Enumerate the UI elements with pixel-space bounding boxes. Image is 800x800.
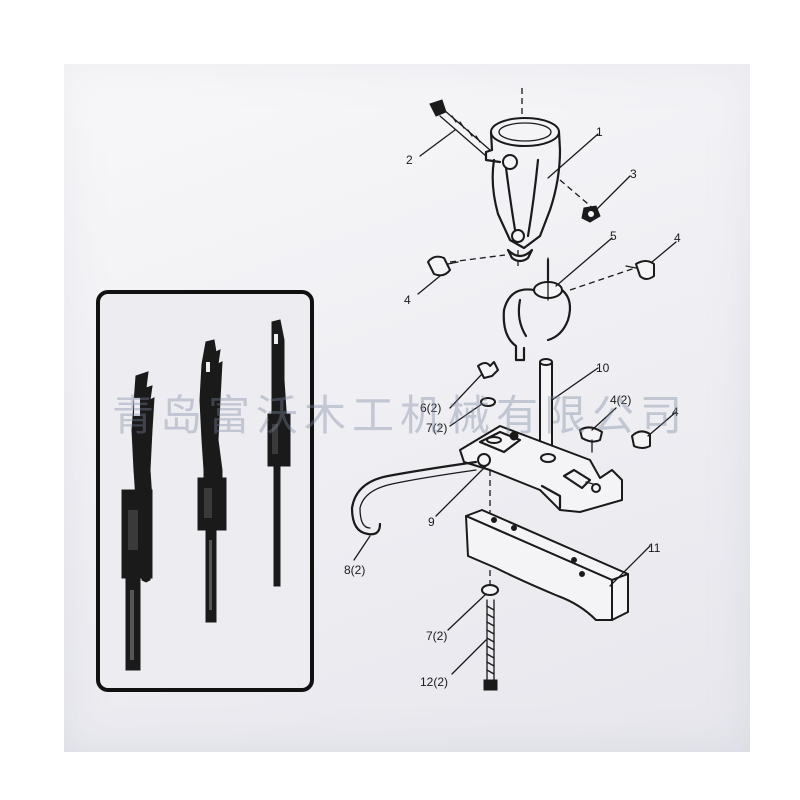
label-part-2: 2 xyxy=(406,153,413,167)
part-10-rod xyxy=(539,358,553,447)
part-7-washer-upper xyxy=(480,397,496,407)
label-part-9: 9 xyxy=(428,515,435,529)
label-part-7-lower: 7(2) xyxy=(426,629,447,643)
label-part-6: 6(2) xyxy=(420,401,441,415)
small-chisel-bit xyxy=(267,319,291,587)
label-part-4-t-bolt: 4(2) xyxy=(610,393,631,407)
part-4-wing-screw-right xyxy=(625,260,655,280)
medium-chisel-bit xyxy=(197,339,227,623)
part-9-base-plate xyxy=(459,425,623,513)
part-1-holder xyxy=(484,117,562,263)
part-11-fence-block xyxy=(465,509,629,621)
label-part-10: 10 xyxy=(596,361,610,375)
label-part-7-upper: 7(2) xyxy=(426,421,447,435)
part-6-wing-nut xyxy=(477,361,499,379)
part-4-t-bolt xyxy=(579,426,603,453)
part-12-long-screw xyxy=(483,599,498,691)
callout-labels: 2 1 3 4 5 4 6(2) 7(2) 10 4(2) 4 9 8(2) 1… xyxy=(344,125,681,689)
label-part-5: 5 xyxy=(610,229,617,243)
part-5-clamp xyxy=(502,257,572,362)
part-4-wing-screw-left xyxy=(427,255,459,277)
label-part-4-right: 4 xyxy=(674,231,681,245)
label-part-1: 1 xyxy=(596,125,603,139)
label-part-3: 3 xyxy=(630,167,637,181)
large-chisel-bit xyxy=(121,371,155,671)
label-part-11: 11 xyxy=(648,541,661,555)
leader-lines xyxy=(353,129,677,675)
part-2-bolt xyxy=(429,99,491,157)
part-4-wing-screw-far-right xyxy=(631,430,651,449)
part-7-washer-lower xyxy=(481,584,499,596)
label-part-4-far-right: 4 xyxy=(672,405,679,419)
label-part-12: 12(2) xyxy=(420,675,448,689)
label-part-8: 8(2) xyxy=(344,563,365,577)
label-part-4-left: 4 xyxy=(404,293,411,307)
part-8-hook-rod xyxy=(350,460,478,536)
